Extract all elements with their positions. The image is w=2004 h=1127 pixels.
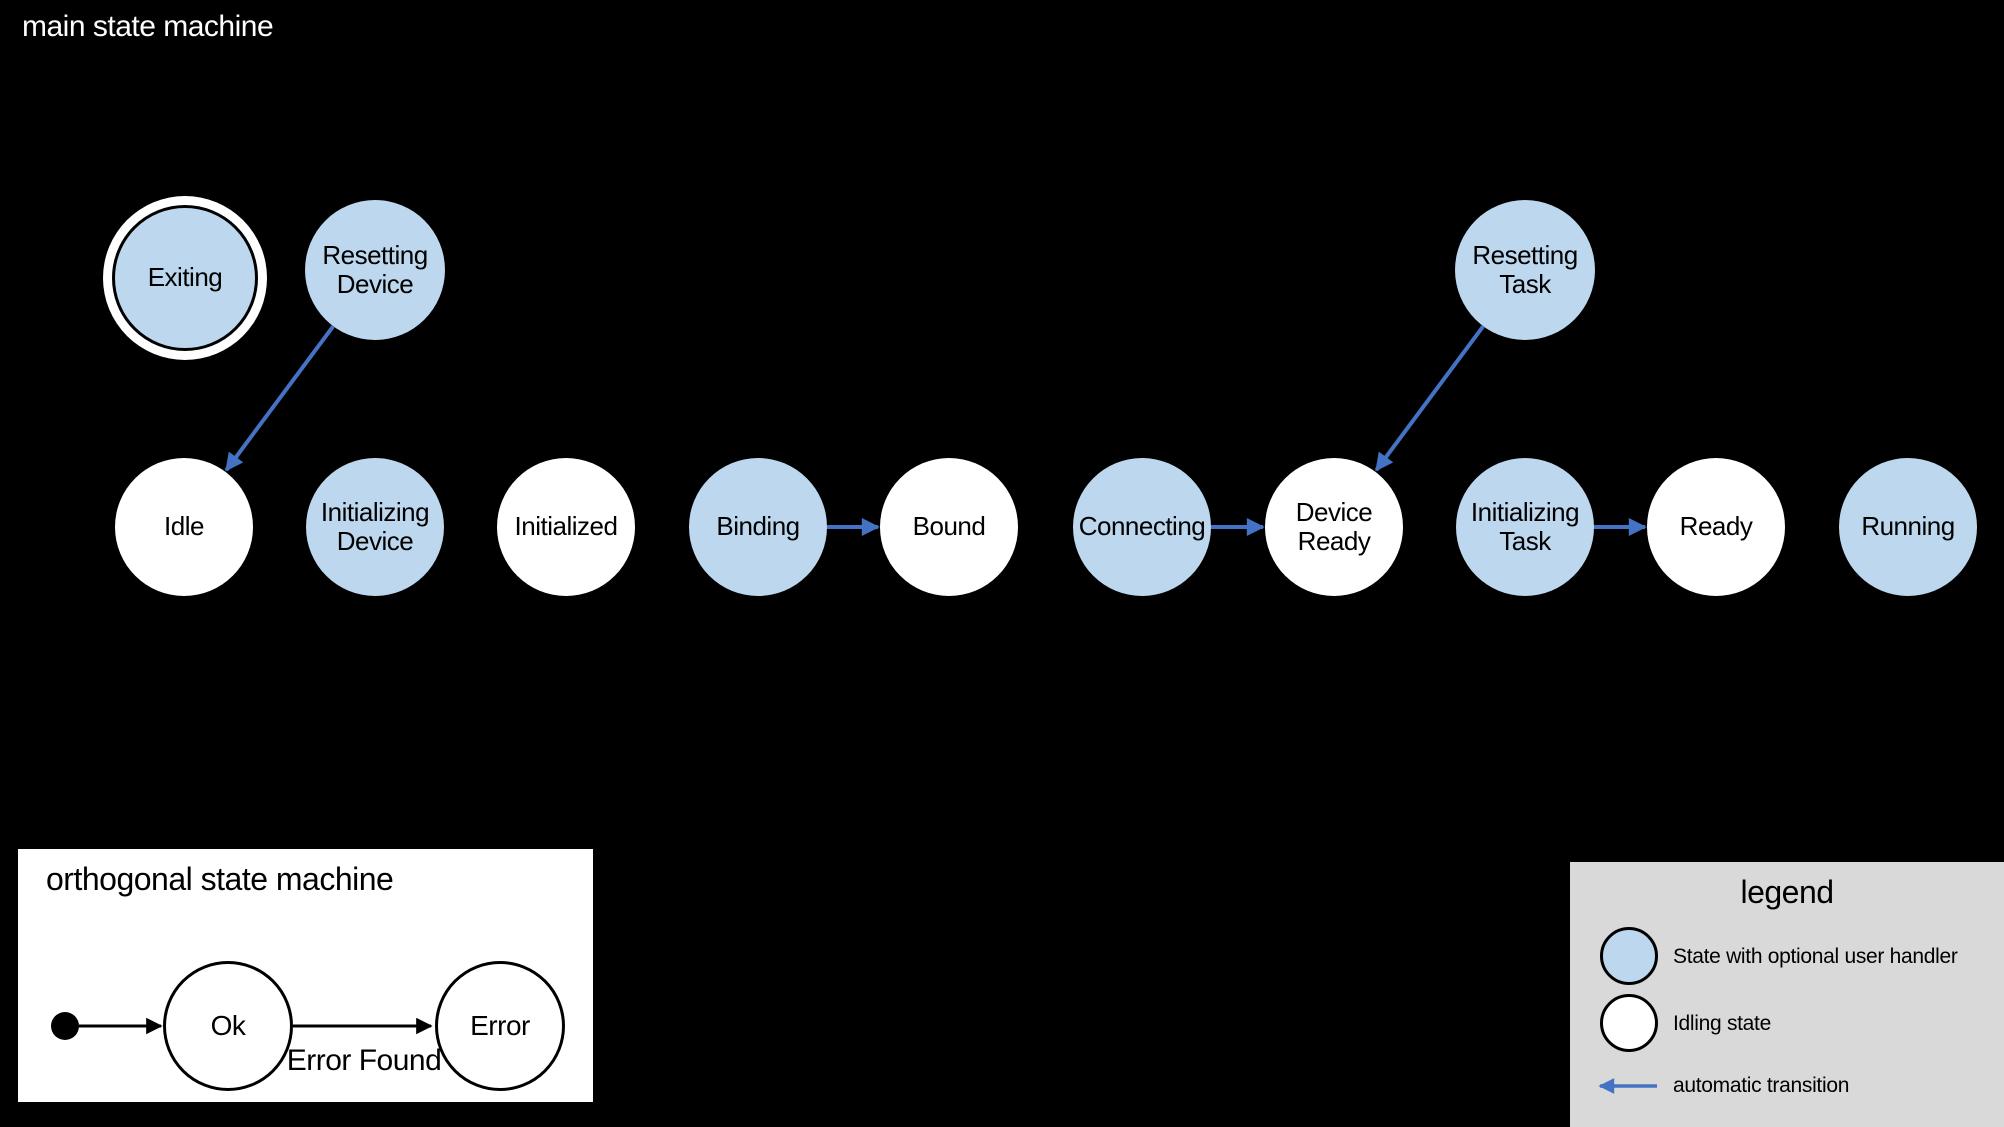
- state-label-line: Bound: [912, 511, 986, 542]
- state-binding: Binding: [689, 458, 827, 596]
- state-label-line: Initializing: [320, 496, 430, 527]
- state-initialized: Initialized: [497, 458, 635, 596]
- state-label-line: Task: [1499, 526, 1551, 556]
- handler-state-swatch-circle: [1600, 927, 1658, 985]
- state-label-line: Resetting: [322, 239, 428, 270]
- state-label-line: Device: [1295, 496, 1373, 527]
- legend-item-idling-label: Idling state: [1673, 1012, 1771, 1035]
- state-running: Running: [1839, 458, 1977, 596]
- automatic-transition-swatch-arrow: [1598, 1078, 1657, 1094]
- legend-title: legend: [1740, 874, 1834, 910]
- state-label-line: Idle: [164, 511, 204, 542]
- state-idle: Idle: [115, 458, 253, 596]
- state-label-line: Device: [336, 269, 414, 299]
- state-label-line: Binding: [716, 511, 800, 542]
- state-error-label: Error: [470, 1010, 530, 1041]
- state-connecting: Connecting: [1073, 458, 1211, 596]
- legend-item-transition-label: automatic transition: [1673, 1074, 1850, 1097]
- state-ok: Ok: [163, 961, 293, 1091]
- state-ok-label: Ok: [210, 1010, 246, 1041]
- legend-item-handler-label: State with optional user handler: [1673, 945, 1958, 968]
- state-label-line: Ready: [1679, 511, 1753, 542]
- main-machine-title: main state machine: [22, 10, 274, 43]
- state-label-line: Resetting: [1472, 239, 1578, 270]
- state-label-line: Initialized: [514, 511, 618, 542]
- state-label-line: Device: [336, 526, 414, 556]
- state-bound: Bound: [880, 458, 1018, 596]
- state-label-line: Task: [1499, 269, 1551, 299]
- state-label-line: Initializing: [1470, 496, 1580, 527]
- initial-state-dot: [51, 1012, 79, 1040]
- legend-panel: legend State with optional user handler …: [1570, 862, 2004, 1127]
- state-ready: Ready: [1647, 458, 1785, 596]
- state-error: Error: [435, 961, 565, 1091]
- orthogonal-machine-panel: orthogonal state machine Ok Error Error …: [18, 849, 593, 1102]
- orthogonal-arrows-layer: [79, 1017, 433, 1035]
- state-exiting: Exiting: [112, 205, 258, 351]
- state-label-line: Exiting: [147, 262, 223, 293]
- orthogonal-machine-title: orthogonal state machine: [46, 861, 394, 897]
- idling-state-swatch-circle: [1600, 994, 1658, 1052]
- transition-label-error-found: Error Found: [286, 1044, 442, 1077]
- state-label-line: Connecting: [1078, 511, 1206, 542]
- state-label-line: Running: [1861, 511, 1955, 542]
- state-label-line: Ready: [1297, 526, 1371, 556]
